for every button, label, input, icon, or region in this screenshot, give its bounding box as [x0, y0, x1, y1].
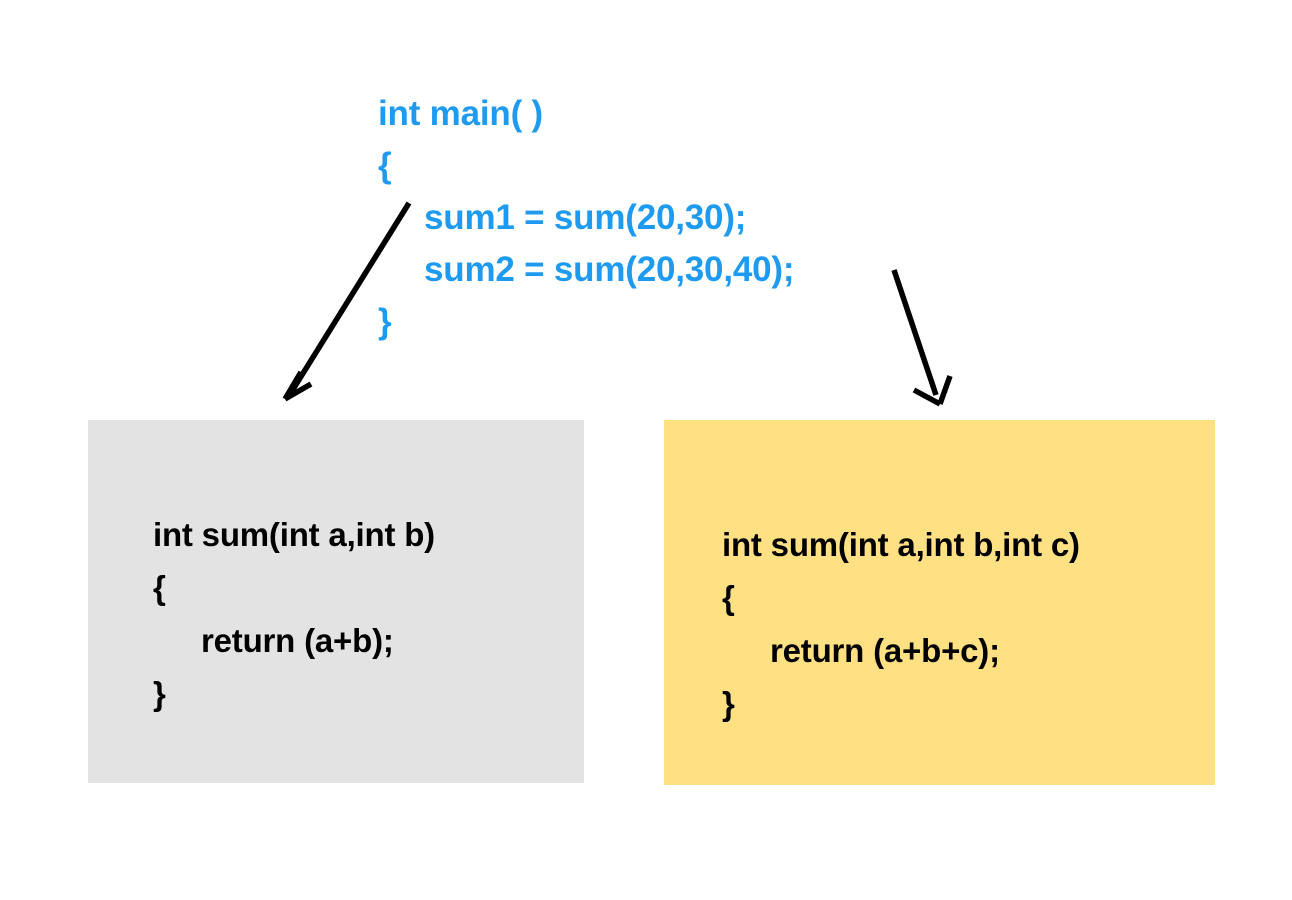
callee-right-code-line-4: } — [722, 685, 735, 722]
callee-left-code-line-4: } — [153, 675, 166, 712]
callee-code-block-left: int sum(int a,int b) { return (a+b); } — [153, 508, 435, 720]
caller-code-line-1: int main( ) — [378, 94, 544, 133]
caller-code-line-4: sum2 = sum(20,30,40); — [424, 250, 795, 289]
caller-code-line-2: { — [378, 146, 392, 185]
callee-right-code-line-2: { — [722, 579, 735, 616]
callee-right-code-line-1: int sum(int a,int b,int c) — [722, 526, 1080, 563]
callee-left-code-line-3: return (a+b); — [201, 622, 394, 659]
callee-code-block-right: int sum(int a,int b,int c) { return (a+b… — [722, 518, 1080, 730]
callee-box-sum-three-args: int sum(int a,int b,int c) { return (a+b… — [664, 420, 1215, 785]
callee-left-code-line-2: { — [153, 569, 166, 606]
callee-right-code-line-3: return (a+b+c); — [770, 632, 1000, 669]
caller-code-line-5: } — [378, 302, 392, 341]
caller-code-block: int main( ) { sum1 = sum(20,30); sum2 = … — [378, 88, 918, 348]
callee-box-sum-two-args: int sum(int a,int b) { return (a+b); } — [88, 420, 584, 783]
caller-code-line-3: sum1 = sum(20,30); — [424, 198, 747, 237]
callee-left-code-line-1: int sum(int a,int b) — [153, 516, 435, 553]
